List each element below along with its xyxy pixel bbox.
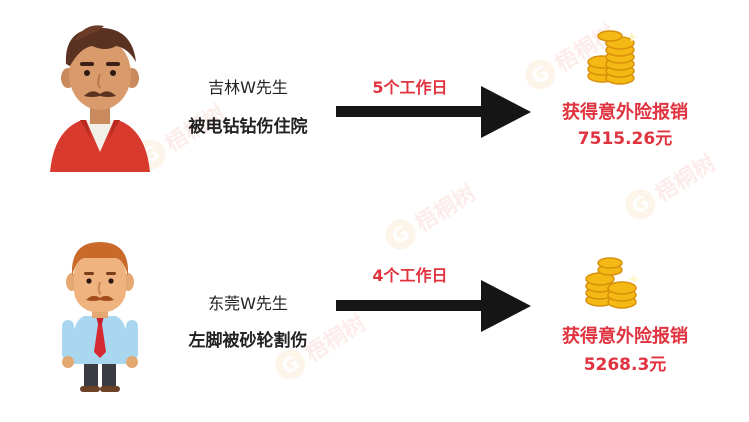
arrow-right-icon [336,280,531,332]
case-row: 吉林W先生 被电钻钻伤住院 5个工作日 获得意外险报销 7515.26元 [0,12,749,192]
result-label: 获得意外险报销 [562,326,688,347]
processing-days: 4个工作日 [372,266,448,285]
case-row: 东莞W先生 左脚被砂轮割伤 4个工作日 获得意外险报销 5268.3元 [0,232,749,412]
customer-name: 吉林W先生 [208,78,288,97]
customer-name: 东莞W先生 [208,294,288,313]
reimbursement-amount: 7515.26元 [577,129,673,149]
processing-days: 5个工作日 [372,78,448,97]
result-label: 获得意外险报销 [562,102,688,123]
man-tie-avatar-icon [62,242,138,392]
injury-description: 左脚被砂轮割伤 [188,331,308,351]
arrow-right-icon [336,86,531,138]
gold-coins-icon [587,30,638,85]
injury-description: 被电钻钻伤住院 [188,117,308,137]
man-red-shirt-avatar-icon [50,25,150,172]
gold-coins-icon [585,257,640,309]
reimbursement-amount: 5268.3元 [583,355,667,375]
